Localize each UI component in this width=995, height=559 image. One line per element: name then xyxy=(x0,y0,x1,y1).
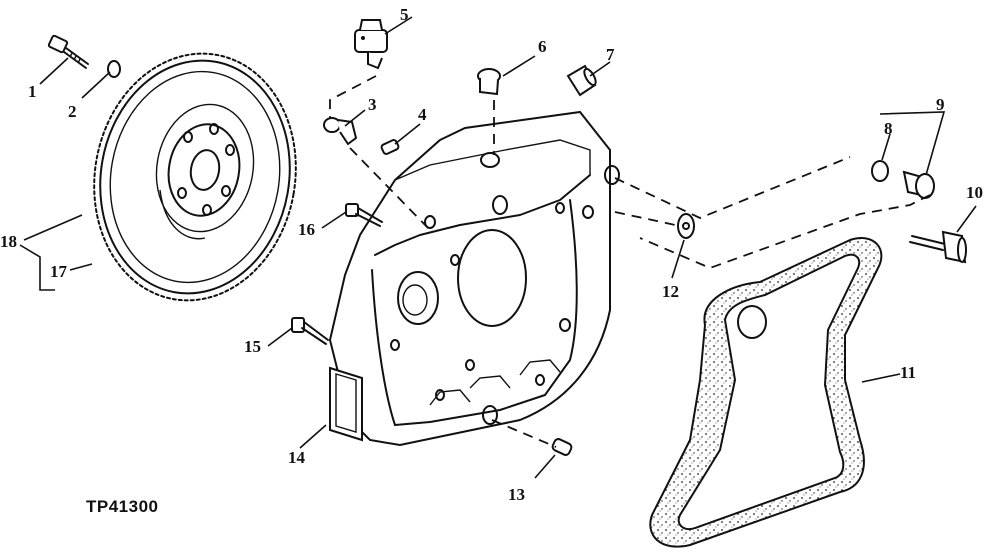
flywheel xyxy=(93,52,297,302)
callout-14: 14 xyxy=(288,448,306,467)
figure-code: TP41300 xyxy=(86,497,159,516)
part-5-sender xyxy=(354,19,388,70)
callout-18: 18 xyxy=(0,232,17,251)
callout-10: 10 xyxy=(966,183,983,202)
callout-labels: 1 2 3 4 5 6 7 8 9 10 11 12 13 14 15 16 1… xyxy=(0,5,983,504)
callout-4: 4 xyxy=(418,105,427,124)
mounting-pad xyxy=(329,366,363,442)
part-6-plug xyxy=(477,68,501,96)
part-7-dowel xyxy=(566,64,597,97)
part-15-bolt xyxy=(291,317,329,345)
callout-7: 7 xyxy=(606,45,615,64)
part-16-bolt xyxy=(345,203,383,227)
part-4-plug xyxy=(380,139,400,155)
callout-9: 9 xyxy=(936,95,945,114)
part-8-o-ring xyxy=(871,160,889,182)
callout-16: 16 xyxy=(298,220,315,239)
housing-gasket xyxy=(649,237,883,548)
part-1-bolt xyxy=(47,34,89,69)
callout-6: 6 xyxy=(538,37,547,56)
callout-12: 12 xyxy=(662,282,679,301)
callout-8: 8 xyxy=(884,119,893,138)
flywheel-ring-gear xyxy=(93,52,297,302)
callout-2: 2 xyxy=(68,102,77,121)
part-10-bolt xyxy=(909,230,967,264)
callout-11: 11 xyxy=(900,363,916,382)
callout-1: 1 xyxy=(28,82,37,101)
part-12-washer xyxy=(677,213,695,239)
housing-bore-large xyxy=(457,229,527,327)
callout-15: 15 xyxy=(244,337,261,356)
assembly-centerlines xyxy=(329,75,931,448)
callout-17: 17 xyxy=(50,262,68,281)
callout-5: 5 xyxy=(400,5,409,24)
part-13-dowel xyxy=(551,438,573,456)
flywheel-housing xyxy=(328,110,620,447)
callout-3: 3 xyxy=(368,95,377,114)
part-2-lockwasher xyxy=(107,60,121,78)
callout-13: 13 xyxy=(508,485,525,504)
leader-lines xyxy=(19,16,977,479)
part-3-elbow xyxy=(323,117,358,146)
part-9-plug xyxy=(902,170,935,199)
